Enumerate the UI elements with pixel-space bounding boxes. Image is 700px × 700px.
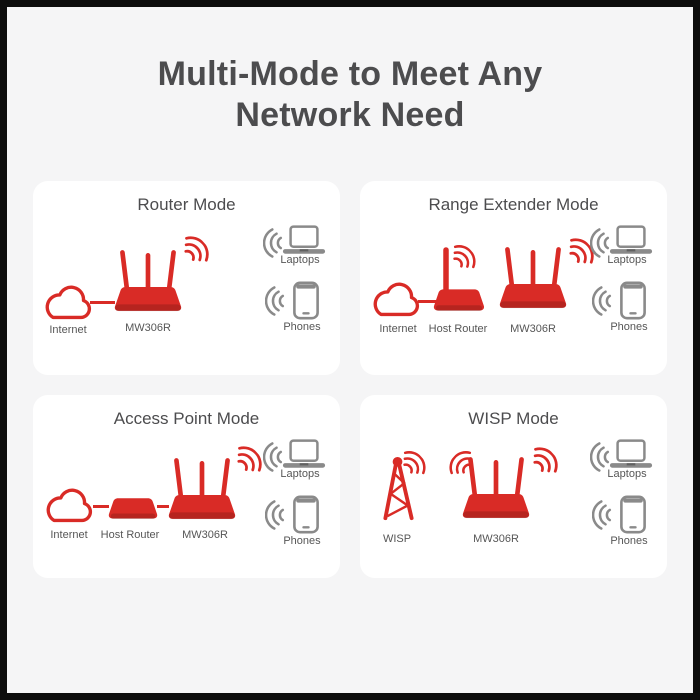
card-range-extender-mode: Range Extender Mode Internet Host Router… [360,181,667,375]
mode-cards: Router Mode Internet MW306R Laptops Phon… [33,181,667,578]
phones-label: Phones [283,535,321,547]
cloud-icon [45,285,92,320]
internet-label: Internet [379,323,417,335]
wifi-waves-icon [265,500,285,530]
laptop-icon [608,439,654,469]
wifi-router-icon [112,247,184,317]
wifi-router-icon [497,244,569,314]
page-title-line1: Multi-Mode to Meet Any [157,55,543,93]
page: Multi-Mode to Meet Any Network Need Rout… [7,7,693,693]
cloud-icon [373,282,420,317]
wifi-waves-icon [265,286,285,316]
cloud-icon [46,488,93,523]
router-label: MW306R [125,322,171,334]
page-title: Multi-Mode to Meet Any Network Need [7,54,693,137]
card-title: WISP Mode [468,409,559,428]
smartphone-icon [620,281,646,320]
router-label: MW306R [473,533,519,545]
smartphone-icon [293,281,319,320]
wired-link [418,300,436,303]
host-router-label: Host Router [100,529,160,541]
laptops-label: Laptops [280,254,320,266]
laptops-label: Laptops [607,254,647,266]
router-label: MW306R [510,323,556,335]
wifi-router-icon [166,455,238,525]
router-label: MW306R [182,529,228,541]
wifi-router-icon [460,454,532,524]
wisp-label: WISP [382,533,412,545]
card-wisp-mode: WISP Mode WISP MW306R Laptops Phones [360,395,667,578]
smartphone-icon [620,495,646,534]
card-router-mode: Router Mode Internet MW306R Laptops Phon… [33,181,340,375]
smartphone-icon [293,495,319,534]
host-router-icon [433,247,485,311]
laptop-icon [281,225,327,255]
laptops-label: Laptops [607,468,647,480]
page-title-line2: Network Need [235,96,465,135]
card-access-point-mode: Access Point Mode Internet Host Router M… [33,395,340,578]
internet-label: Internet [50,529,88,541]
host-router-label: Host Router [428,323,488,335]
laptops-label: Laptops [280,468,320,480]
wired-link [90,301,115,304]
phones-label: Phones [283,321,321,333]
phones-label: Phones [610,535,648,547]
host-router-icon [108,498,158,520]
card-title: Range Extender Mode [428,195,599,214]
internet-label: Internet [49,324,87,336]
laptop-icon [281,439,327,469]
wired-link [157,505,169,508]
phones-label: Phones [610,321,648,333]
wifi-waves-icon [592,500,612,530]
card-title: Access Point Mode [113,409,260,428]
wired-link [93,505,109,508]
wifi-waves-icon [592,286,612,316]
card-title: Router Mode [137,195,236,214]
laptop-icon [608,225,654,255]
